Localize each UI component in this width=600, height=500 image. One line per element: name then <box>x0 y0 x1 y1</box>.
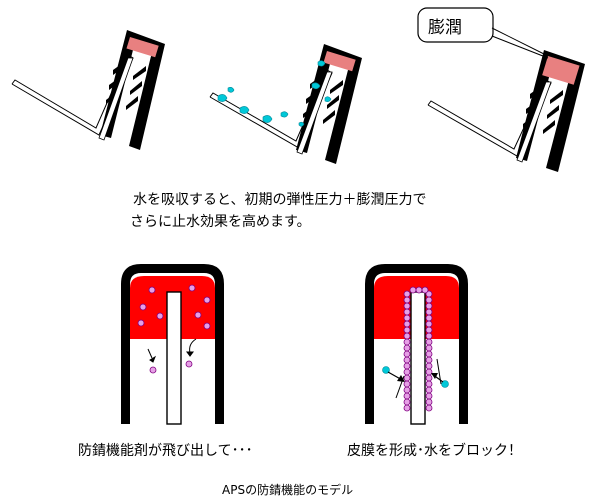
water-droplets <box>217 60 332 127</box>
seal-teeth <box>106 60 146 110</box>
panel-label-left: 防錆機能剤が飛び出して･･･ <box>78 443 253 459</box>
callout-pointer <box>491 27 549 57</box>
joint-diagram-swelling: 膨潤 <box>417 7 585 172</box>
center-rod <box>166 291 182 425</box>
rust-agent-particles <box>137 284 211 374</box>
swelling-callout-box <box>417 7 494 43</box>
caption-line-1: 水を吸収すると、初期の弾性圧力＋膨潤圧力で <box>133 192 427 208</box>
release-arrows <box>147 338 197 363</box>
joint-diagram-water <box>209 44 362 164</box>
seal-pad <box>323 51 356 72</box>
figure-title: APSの防錆機能のモデル <box>222 483 354 497</box>
protective-film-beads <box>403 286 433 412</box>
caption-line-2: さらに止水効果を高めます。 <box>130 214 311 230</box>
rust-agent-release-panel <box>121 264 224 425</box>
center-rod <box>410 291 426 425</box>
seal-pad-swollen <box>542 56 580 85</box>
seal-housing <box>296 44 362 164</box>
blocked-water <box>382 358 449 399</box>
seal-housing <box>100 30 165 150</box>
seal-pad <box>126 37 159 58</box>
swelling-callout-label: 膨潤 <box>428 18 462 38</box>
film-formation-panel <box>365 264 468 425</box>
joint-diagram-dry <box>11 30 165 150</box>
panel-label-right: 皮膜を形成･水をブロック！ <box>347 443 522 459</box>
